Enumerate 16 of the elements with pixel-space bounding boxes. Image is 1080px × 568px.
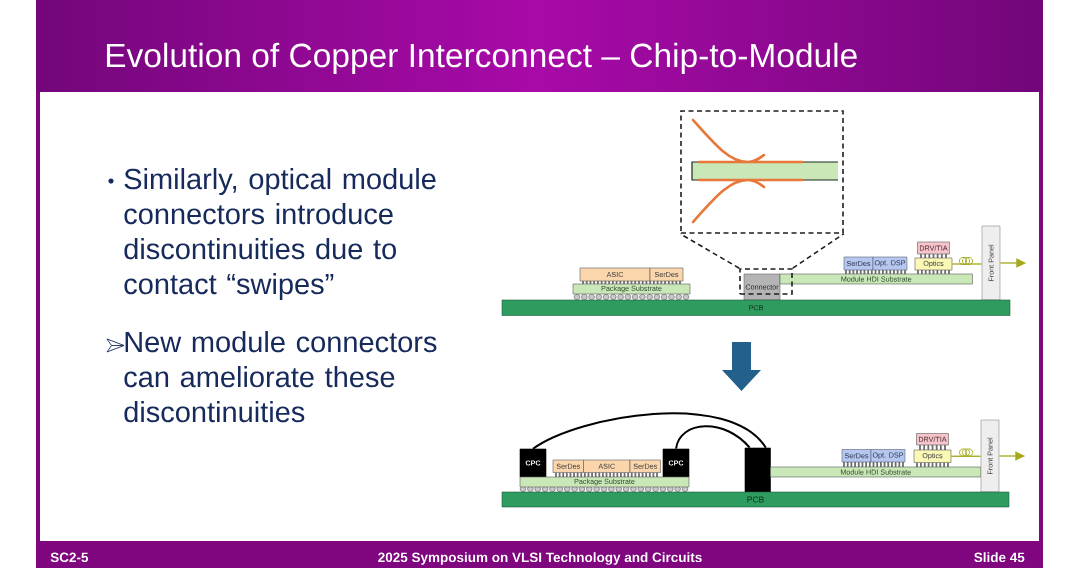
footer-text: Slide 45 xyxy=(974,552,1025,563)
fiber-line xyxy=(950,455,982,457)
zoom-inset xyxy=(680,110,844,234)
footer-text: 2025 Symposium on VLSI Technology and Circuits xyxy=(378,552,702,565)
bullet-text: Similarly, optical module connectors introduce discontinuities due to contact “swipes” xyxy=(124,168,436,300)
footer-text: SC2-5 xyxy=(50,552,89,563)
slide-title: Evolution of Copper Interconnect – Chip-to-Module xyxy=(106,42,857,74)
bullet-text: New module connectors can ameliorate these discontinuities xyxy=(124,331,437,423)
connector-block xyxy=(744,447,771,493)
zoom-box xyxy=(739,268,793,295)
pcb-bar: PCB xyxy=(501,491,1010,508)
cable xyxy=(532,412,767,450)
zoom-line xyxy=(679,233,740,269)
cable xyxy=(675,425,751,450)
fiber-line xyxy=(951,263,983,265)
zoom-line xyxy=(792,233,845,269)
